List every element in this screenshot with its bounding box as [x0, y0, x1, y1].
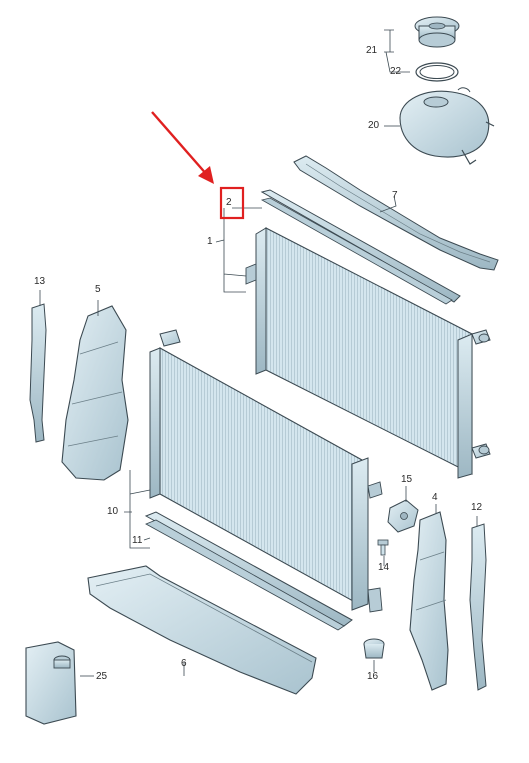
label-20: 20 — [368, 120, 380, 131]
condenser — [149, 329, 383, 613]
right-air-guide — [409, 511, 449, 691]
label-5: 5 — [95, 284, 101, 295]
label-13: 13 — [34, 276, 46, 287]
radiator-main — [245, 227, 491, 479]
highlight-box — [219, 186, 245, 220]
screw — [377, 539, 389, 556]
label-22: 22 — [390, 66, 402, 77]
lower-air-guide — [87, 565, 317, 695]
label-25: 25 — [96, 671, 108, 682]
label-12: 12 — [471, 502, 483, 513]
coolant-canister — [25, 641, 77, 725]
leader-lines — [39, 29, 478, 677]
label-14: 14 — [378, 562, 390, 573]
label-7: 7 — [392, 190, 398, 201]
label-21: 21 — [366, 45, 378, 56]
label-1: 1 — [207, 236, 213, 247]
label-16: 16 — [367, 671, 379, 682]
label-10: 10 — [107, 506, 119, 517]
left-thin-bracket — [29, 303, 47, 443]
upper-air-guide — [293, 155, 499, 271]
seal-ring — [415, 62, 459, 82]
left-air-guide — [61, 305, 129, 481]
label-2: 2 — [226, 197, 232, 208]
label-11: 11 — [132, 535, 143, 546]
right-thin-bracket — [469, 523, 487, 691]
reservoir-cap — [414, 16, 460, 48]
seal-strip — [260, 189, 461, 305]
lower-seal-strip — [144, 511, 353, 631]
mount-bracket — [387, 499, 419, 533]
rubber-grommet — [363, 638, 385, 659]
expansion-tank — [399, 87, 495, 165]
label-15: 15 — [401, 474, 413, 485]
label-4: 4 — [432, 492, 438, 503]
pointer-arrow — [151, 111, 214, 184]
label-6: 6 — [181, 658, 187, 669]
